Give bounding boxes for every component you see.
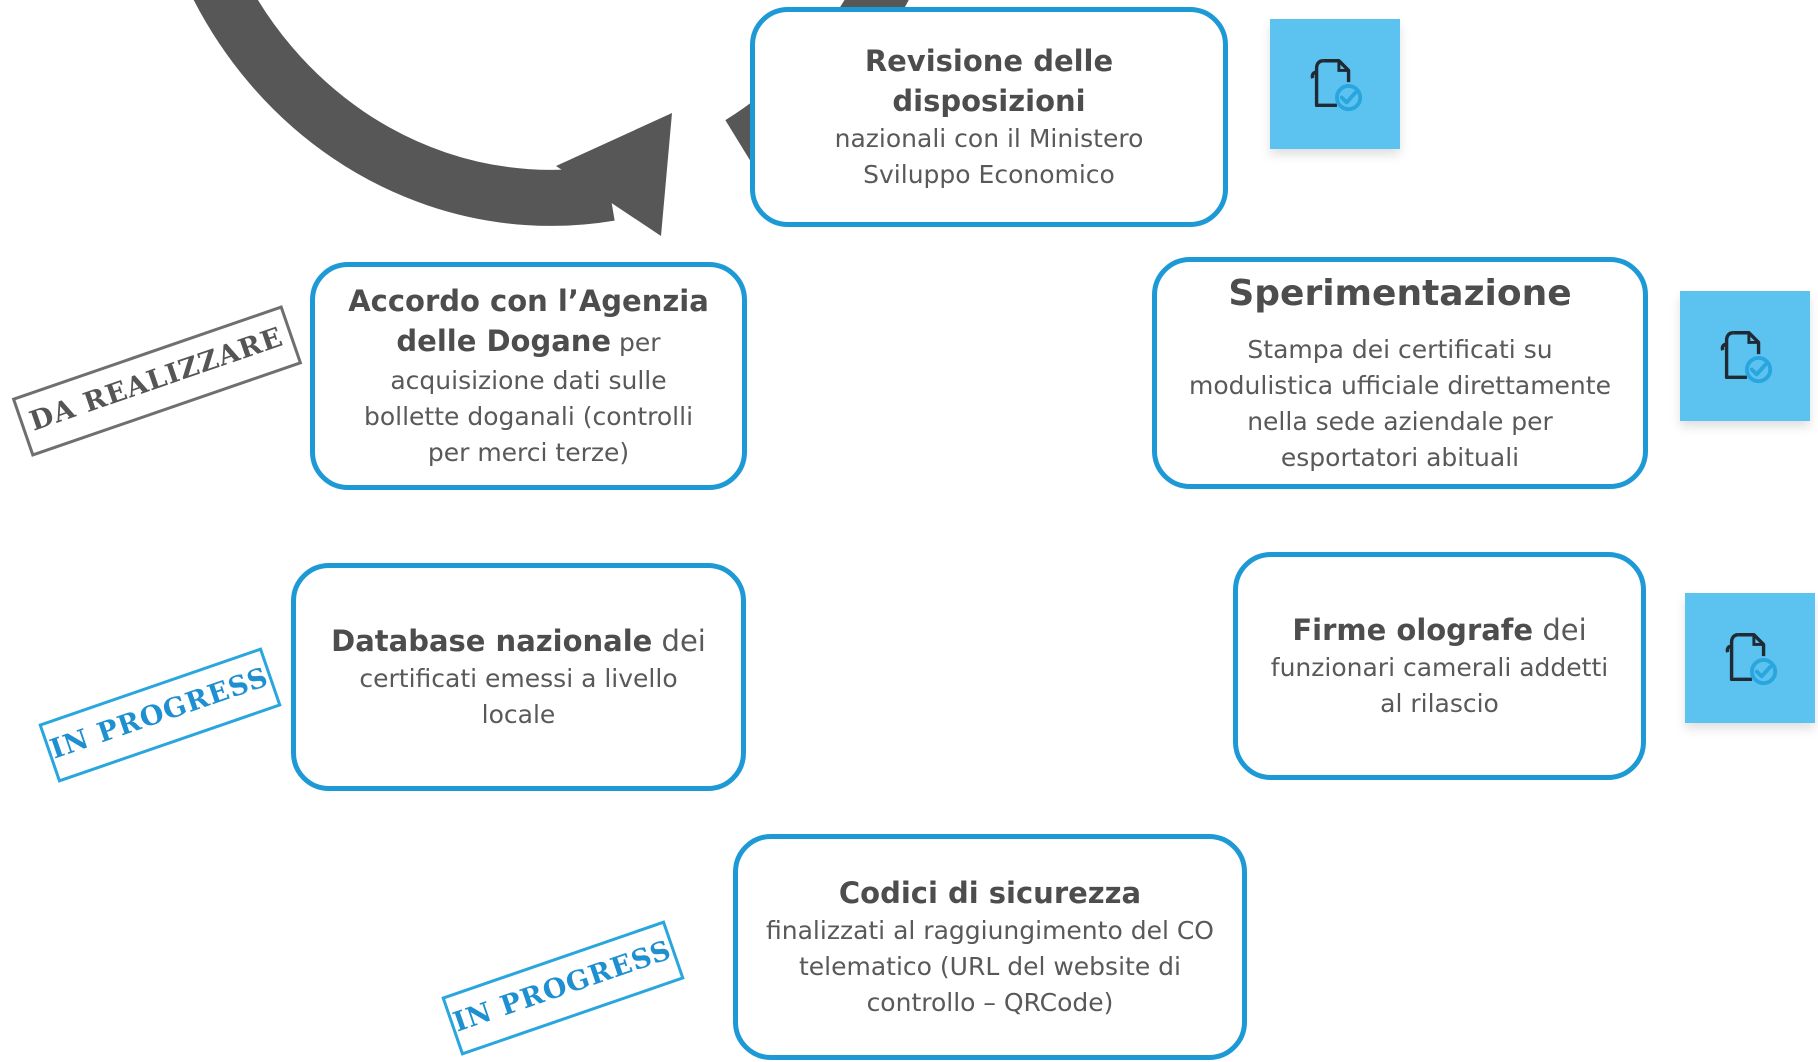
step-sperimentazione-line3: nella sede aziendale per: [1247, 407, 1553, 436]
step-accordo-line3: per merci terze): [427, 438, 630, 467]
step-sperimentazione-title: Sperimentazione: [1228, 273, 1572, 314]
step-revisione-line2: Sviluppo Economico: [863, 160, 1115, 189]
step-database-line1: certificati emessi a livello: [359, 664, 678, 693]
step-accordo: Accordo con l’Agenzia delle Dogane per a…: [310, 262, 747, 490]
step-firme-title: Firme olografe: [1292, 613, 1534, 647]
step-codici-line1: finalizzati al raggiungimento del CO: [766, 916, 1214, 945]
step-sperimentazione-line4: esportatori abituali: [1280, 443, 1520, 472]
step-accordo-title-line1: Accordo con l’Agenzia: [348, 284, 709, 318]
cycle-arrowhead: [556, 113, 672, 236]
step-codici-title: Codici di sicurezza: [838, 876, 1142, 910]
step-codici-line2: telematico (URL del website di: [799, 952, 1181, 981]
step-firme: Firme olografe dei funzionari camerali a…: [1233, 552, 1646, 780]
step-firme-line2: al rilascio: [1380, 689, 1499, 718]
step-accordo-line2: bollette doganali (controlli: [363, 402, 694, 431]
step-sperimentazione: Sperimentazione Stampa dei certificati s…: [1152, 257, 1648, 489]
step-accordo-line1: acquisizione dati sulle: [390, 366, 667, 395]
step-revisione-title: Revisione delle disposizioni: [864, 44, 1114, 118]
step-sperimentazione-line2: modulistica ufficiale direttamente: [1189, 371, 1611, 400]
step-revisione-line1: nazionali con il Ministero: [834, 124, 1144, 153]
doc-tile-firme: [1685, 593, 1815, 723]
cycle-ring-arc: [193, 0, 909, 226]
document-check-icon: [1310, 59, 1363, 112]
doc-tile-sperimentazione: [1680, 291, 1810, 421]
step-codici: Codici di sicurezza finalizzati al raggi…: [733, 834, 1247, 1060]
step-accordo-heading2: delle Dogane per: [396, 321, 660, 363]
document-check-icon: [1725, 633, 1778, 686]
step-accordo-title-line2: delle Dogane: [396, 324, 612, 358]
step-firme-title-suffix: dei: [1533, 613, 1587, 647]
step-database-title: Database nazionale: [331, 624, 653, 658]
step-database-line2: locale: [481, 700, 556, 729]
step-firme-line1: funzionari camerali addetti: [1270, 653, 1609, 682]
step-database-title-suffix: dei: [652, 624, 706, 658]
doc-tile-revisione: [1270, 19, 1400, 149]
step-database-heading: Database nazionale dei: [331, 621, 706, 661]
step-accordo-title-suffix: per: [611, 328, 661, 357]
step-sperimentazione-line1: Stampa dei certificati su: [1247, 335, 1553, 364]
step-firme-heading: Firme olografe dei: [1292, 610, 1586, 650]
document-check-icon: [1720, 331, 1773, 384]
step-database: Database nazionale dei certificati emess…: [291, 563, 746, 791]
step-revisione: Revisione delle disposizioni nazionali c…: [750, 7, 1228, 227]
step-codici-line3: controllo – QRCode): [866, 988, 1114, 1017]
